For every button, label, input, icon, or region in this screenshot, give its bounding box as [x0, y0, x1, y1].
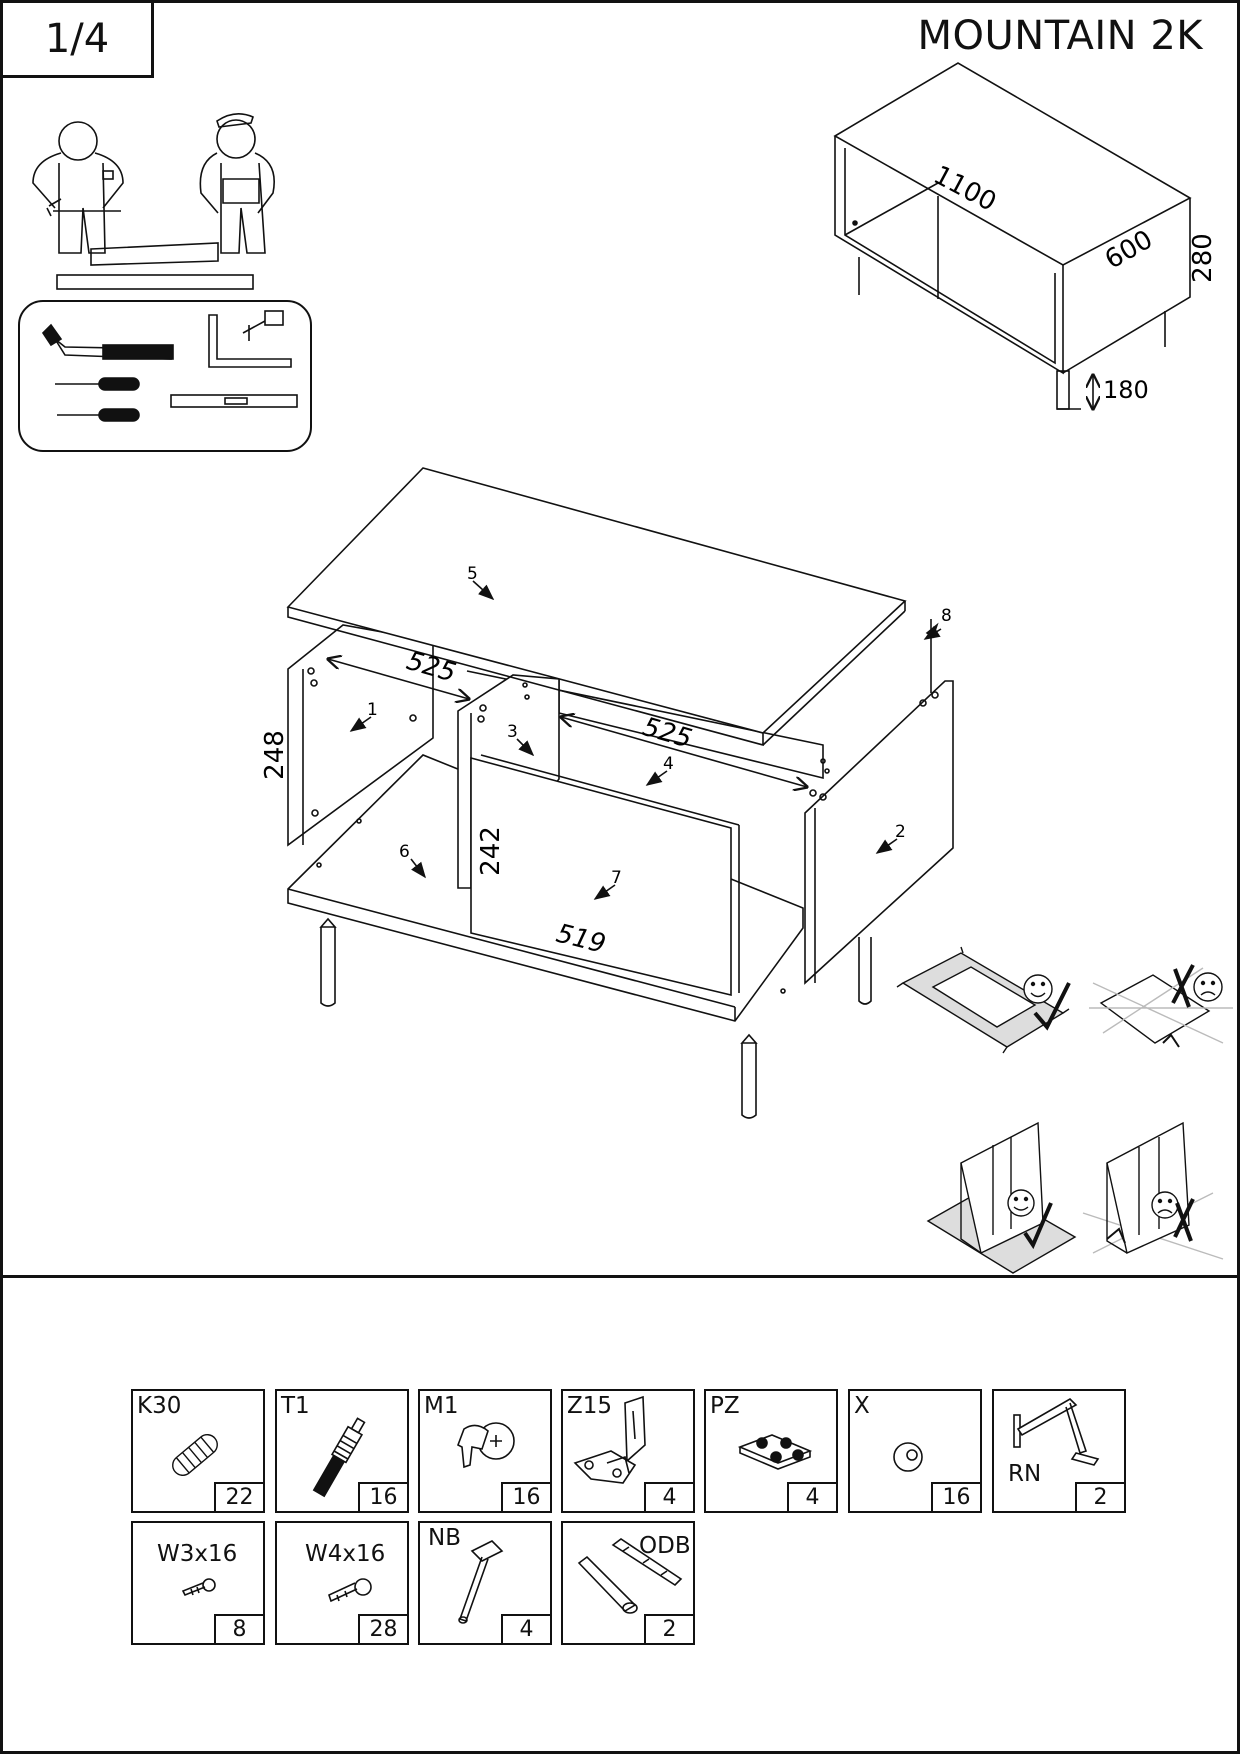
product-title: MOUNTAIN 2K: [917, 13, 1203, 59]
part-label-5: 5: [467, 564, 478, 584]
part-label-3: 3: [507, 722, 518, 742]
hardware-qty: 4: [644, 1482, 693, 1511]
spirit-level-icon: [170, 394, 298, 408]
overview-drawing: [833, 62, 1192, 409]
hardware-code: K30: [137, 1393, 182, 1419]
hardware-qty: 16: [931, 1482, 980, 1511]
tip-assemble-on-soft-surface: [896, 946, 1071, 1054]
hardware-code: T1: [281, 1393, 310, 1419]
hardware-qty: 8: [214, 1614, 263, 1643]
two-workers-icon: [32, 113, 275, 290]
hardware-item-k30: K30 22: [131, 1389, 265, 1513]
hardware-qty: 4: [787, 1482, 836, 1511]
overview-leg-height-label: 180: [1103, 376, 1149, 404]
hardware-qty: 2: [1075, 1482, 1124, 1511]
part-label-6: 6: [399, 842, 410, 862]
hardware-code: PZ: [710, 1393, 740, 1419]
tip-not-on-hard-floor-upright: [1082, 1121, 1224, 1260]
hardware-item-odb: ODB 2: [561, 1521, 695, 1645]
hardware-item-z15: Z15 4: [561, 1389, 695, 1513]
hardware-qty: 16: [358, 1482, 407, 1511]
tip-stand-on-soft-surface: [926, 1121, 1077, 1274]
mounting-plate-icon: [737, 1434, 813, 1470]
connector-bolt-icon: [312, 1417, 366, 1498]
part-label-8: 8: [941, 606, 952, 626]
hardware-item-m1: M1 16: [418, 1389, 552, 1513]
hardware-item-rn: RN 2: [992, 1389, 1126, 1513]
hardware-code: W4x16: [305, 1541, 386, 1567]
hardware-code: RN: [1008, 1461, 1042, 1487]
hardware-qty: 22: [214, 1482, 263, 1511]
hinge-icon: [573, 1395, 646, 1484]
hardware-qty: 28: [358, 1614, 407, 1643]
part-label-2: 2: [895, 822, 906, 842]
hardware-qty: 4: [501, 1614, 550, 1643]
tools-required-box: [18, 300, 312, 452]
hardware-qty: 2: [644, 1614, 693, 1643]
screwdriver-phillips-icon: [57, 408, 140, 422]
dowel-icon: [172, 1434, 218, 1476]
cap-icon: [893, 1442, 923, 1472]
overview-height-label: 280: [1188, 233, 1218, 283]
lid-stay-icon: [1013, 1398, 1100, 1466]
dimension-front-height: 242: [476, 826, 506, 876]
hardware-qty: 16: [501, 1482, 550, 1511]
overview-depth-label: 600: [1100, 225, 1158, 276]
hardware-code: ODB: [639, 1533, 691, 1559]
assembly-illustration: 1100 600 280 180: [18, 62, 1233, 1274]
exploded-assembly-drawing: [286, 467, 954, 1119]
page-number: 1/4: [3, 3, 154, 78]
buffer-icon: [577, 1538, 683, 1614]
screw-icon: [328, 1578, 372, 1603]
dimension-side-height: 248: [260, 730, 290, 780]
part-label-7: 7: [611, 868, 622, 888]
hammer-icon: [41, 323, 174, 360]
dimension-span-right: 525: [639, 712, 695, 755]
hardware-item-nb: NB 4: [418, 1521, 552, 1645]
hardware-item-w4x16: W4x16 28: [275, 1521, 409, 1645]
cam-lock-icon: [456, 1422, 515, 1469]
hardware-item-pz: PZ 4: [704, 1389, 838, 1513]
section-divider: [3, 1275, 1237, 1278]
part-label-1: 1: [367, 700, 378, 720]
tip-not-on-hard-floor: [1089, 964, 1233, 1048]
square-ruler-icon: [208, 314, 292, 368]
hardware-item-x: X 16: [848, 1389, 982, 1513]
hardware-item-w3x16: W3x16 8: [131, 1521, 265, 1645]
part-label-4: 4: [663, 754, 674, 774]
screwdriver-flat-icon: [55, 377, 140, 391]
hardware-code: M1: [424, 1393, 459, 1419]
hardware-code: NB: [428, 1525, 461, 1551]
tape-measure-icon: [242, 310, 284, 341]
hardware-code: X: [854, 1393, 870, 1419]
hardware-code: Z15: [567, 1393, 613, 1419]
hardware-item-t1: T1 16: [275, 1389, 409, 1513]
screw-icon: [181, 1578, 216, 1597]
leg-icon: [458, 1540, 504, 1624]
hardware-code: W3x16: [157, 1541, 238, 1567]
